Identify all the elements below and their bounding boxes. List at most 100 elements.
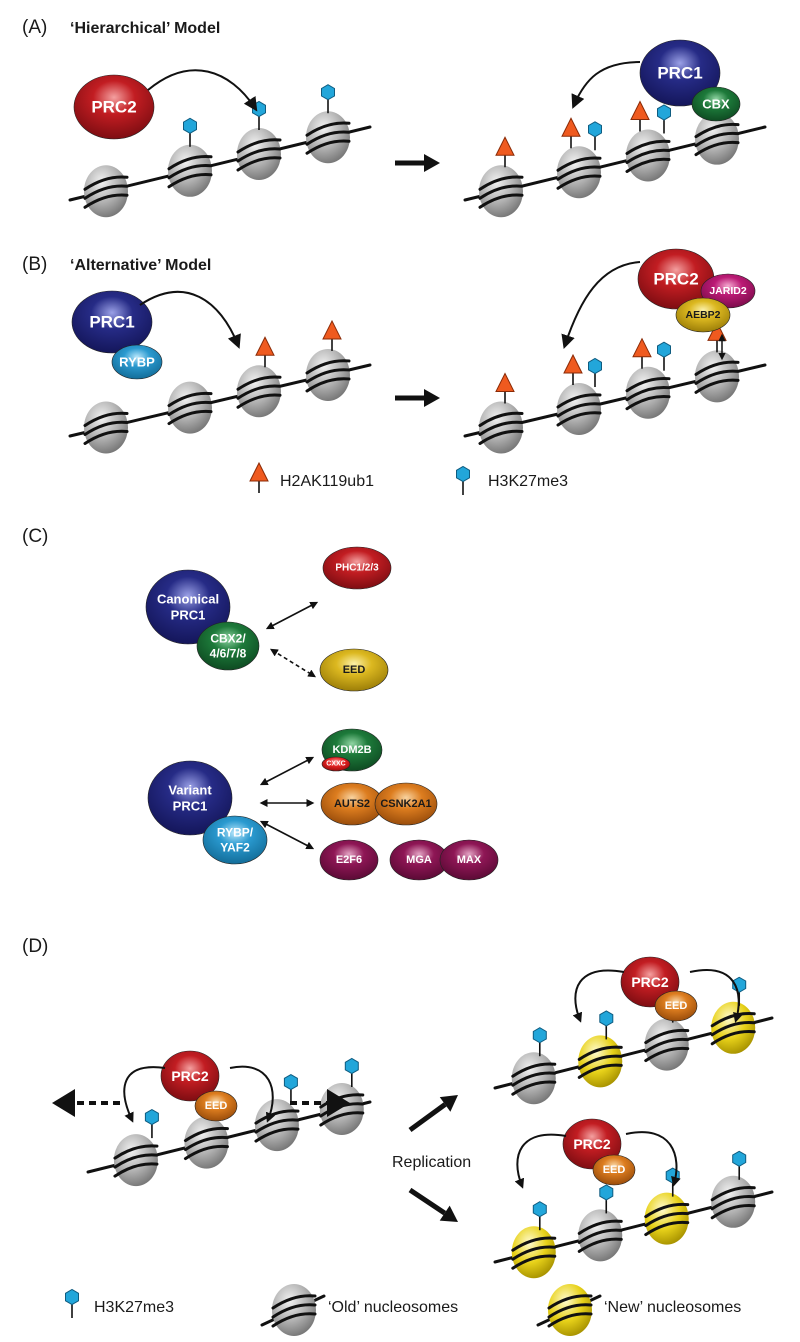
- rybp-subunit-label: RYBP: [119, 355, 155, 370]
- aebp2-subunit: AEBP2: [675, 297, 731, 333]
- h2ak119ub1-mark: [495, 136, 515, 168]
- prc2-complex-d: PRC2: [160, 1050, 220, 1102]
- legend-h3k-label: H3K27me3: [488, 473, 568, 490]
- variant-rybp-subunit: RYBP/YAF2: [202, 815, 268, 865]
- auts2-subunit: AUTS2: [320, 782, 384, 826]
- old-nucleosome: [511, 1052, 557, 1105]
- h3k27me3-mark: [144, 1109, 159, 1139]
- replication-down-arrow: [408, 1187, 458, 1222]
- old-nucleosome: [167, 381, 213, 434]
- prc2-complex-b-label: PRC2: [653, 270, 698, 289]
- mga-subunit-label: MGA: [406, 854, 432, 866]
- prc2-complex-d-upper-label: PRC2: [631, 974, 669, 990]
- prc2-complex-label: PRC2: [91, 98, 136, 117]
- legend-marks: [249, 461, 470, 495]
- panel-a-letter: (A): [22, 17, 47, 38]
- old-nucleosome: [694, 112, 740, 165]
- h3k27me3-mark: [599, 1184, 614, 1214]
- prc2-complex-b: PRC2: [637, 248, 715, 310]
- prc2-arrow: [147, 69, 258, 112]
- new-nucleosome: [577, 1035, 623, 1088]
- h3k27me3-mark: [588, 357, 602, 388]
- canonical-cbx-subunit-label: 4/6/7/8: [210, 647, 247, 661]
- legend-new-nucleosome-label: ‘New’ nucleosomes: [604, 1299, 741, 1316]
- h3k27me3-mark: [732, 1150, 747, 1180]
- replication-up-arrow: [408, 1095, 458, 1133]
- new-nucleosome: [511, 1226, 557, 1279]
- old-nucleosome: [236, 365, 282, 418]
- h3k27me3-mark: [588, 121, 602, 151]
- phc-subunit-label: PHC1/2/3: [335, 563, 379, 574]
- variant-rybp-subunit-label: RYBP/: [217, 826, 254, 840]
- old-nucleosome: [83, 165, 129, 218]
- aebp2-subunit-label: AEBP2: [685, 309, 720, 321]
- new-nucleosome: [644, 1192, 690, 1245]
- variant-prc1-label: Variant: [168, 783, 212, 798]
- h3k27me3-mark: [321, 84, 335, 114]
- panel-a-title: ‘Hierarchical’ Model: [70, 20, 220, 37]
- old-nucleosome: [167, 144, 213, 197]
- h3k27me3-mark: [532, 1027, 547, 1057]
- panel-b-letter: (B): [22, 254, 47, 275]
- h3k27me3-mark: [65, 1288, 79, 1318]
- canonical-cbx-subunit-label: CBX2/: [210, 632, 246, 646]
- h2ak119ub1-mark: [630, 100, 650, 132]
- prc1-complex-label: PRC1: [657, 64, 702, 83]
- replication-label: Replication: [392, 1154, 471, 1171]
- eed-subunit-d: EED: [194, 1090, 238, 1122]
- mga-subunit: MGA: [389, 839, 449, 881]
- dna-strand-a-left: PRC2: [68, 69, 440, 218]
- h3k27me3-mark: [599, 1010, 614, 1040]
- new-nucleosome: [547, 1284, 593, 1336]
- prc1-complex: PRC1: [639, 39, 721, 107]
- variant-prc1-label: PRC1: [173, 799, 208, 814]
- prc2-complex: PRC2: [73, 74, 155, 140]
- old-nucleosome: [271, 1284, 317, 1336]
- panel-c-letter: (C): [22, 526, 48, 547]
- prc1-complex-b: PRC1: [71, 290, 153, 354]
- legend-d-h3k-label: H3K27me3: [94, 1299, 174, 1316]
- eed-subunit-d-lower: EED: [592, 1154, 636, 1186]
- prc1-b-arrow: [139, 290, 241, 349]
- eed-subunit-d-upper: EED: [654, 990, 698, 1022]
- eed-subunit-label: EED: [343, 664, 366, 676]
- prc1-complex-b-label: PRC1: [89, 313, 134, 332]
- model-b-transition-arrow: [395, 389, 440, 407]
- h2ak119ub1-mark: [563, 353, 583, 386]
- cbx-subunit-label: CBX: [702, 97, 730, 112]
- h2ak119ub1-mark: [322, 319, 342, 351]
- old-nucleosome: [305, 111, 351, 164]
- legend-h2ak-label: H2AK119ub1: [280, 473, 374, 490]
- prc2-upper-left-arrow: [572, 969, 625, 1023]
- prc2-spread-right-arrow: [229, 1065, 276, 1123]
- prc2-lower-left-arrow: [514, 1133, 567, 1189]
- rybp-subunit: RYBP: [111, 344, 163, 380]
- canonical-cbx-subunit: CBX2/4/6/7/8: [196, 621, 260, 671]
- kdm2b-subunit-label: KDM2B: [332, 744, 371, 756]
- phc-subunit: PHC1/2/3: [322, 546, 392, 590]
- h3k27me3-mark: [657, 341, 671, 371]
- old-nucleosome: [625, 129, 671, 182]
- prc2-upper-right-arrow: [689, 969, 743, 1023]
- cbx-subunit: CBX: [691, 86, 741, 122]
- old-nucleosome: [556, 146, 602, 199]
- panel-d-letter: (D): [22, 936, 48, 957]
- legend-old-nucleosome-label: ‘Old’ nucleosomes: [328, 1299, 458, 1316]
- max-subunit: MAX: [439, 839, 499, 881]
- old-nucleosome: [319, 1083, 365, 1135]
- prc2-b-arrow: [561, 261, 641, 349]
- eed-subunit: EED: [319, 648, 389, 692]
- spread-left-arrowhead: [52, 1089, 75, 1117]
- prc2-spread-left-arrow: [123, 1066, 166, 1123]
- legend-d-marks: [65, 1284, 602, 1336]
- csnk2a1-subunit: CSNK2A1: [374, 782, 438, 826]
- prc2-complex-d-lower-label: PRC2: [573, 1136, 611, 1152]
